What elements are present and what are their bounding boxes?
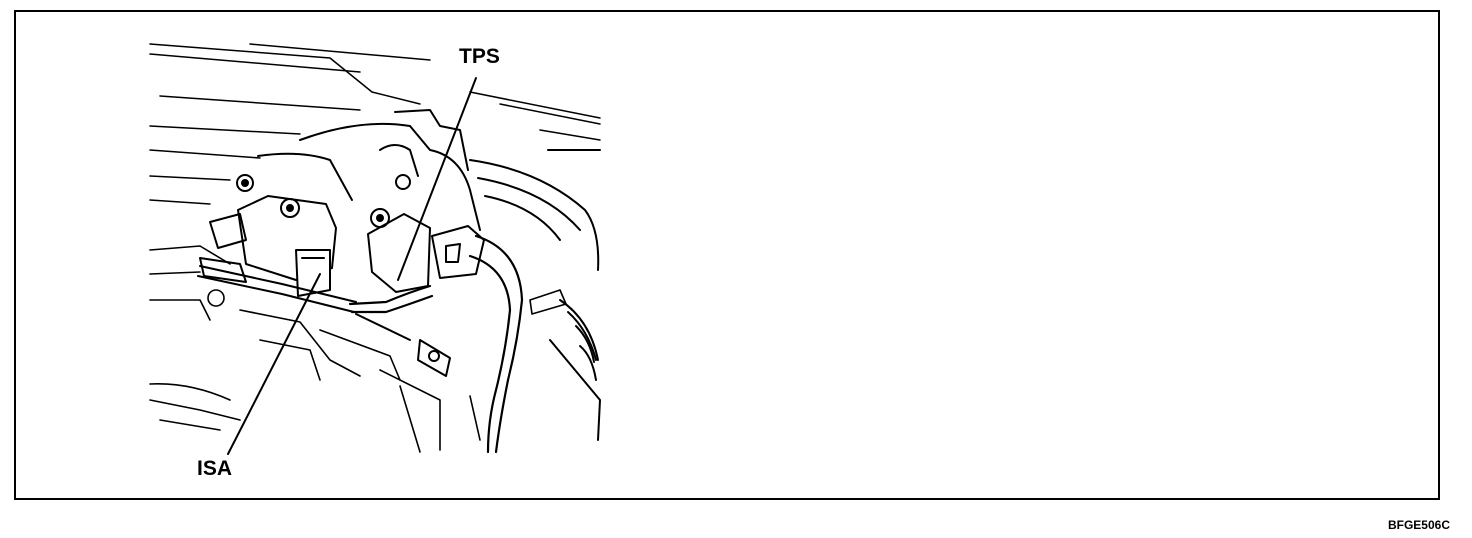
- tps-sensor: [367, 174, 485, 293]
- tps-callout-label: TPS: [459, 45, 500, 68]
- lower-components: [149, 245, 567, 453]
- leader-lines: [227, 77, 477, 455]
- figure-frame: [14, 10, 1440, 500]
- isa-actuator: [209, 174, 337, 297]
- throttle-body: [257, 109, 481, 231]
- intake-hose: [469, 149, 601, 441]
- figure-code: BFGE506C: [1387, 518, 1450, 532]
- throttle-linkage: [197, 257, 451, 377]
- tps-leader-line: [397, 77, 477, 281]
- isa-leader-line: [227, 273, 321, 455]
- wiring-harness: [348, 234, 524, 454]
- isa-callout-label: ISA: [197, 457, 233, 480]
- hood-lines: [149, 43, 601, 205]
